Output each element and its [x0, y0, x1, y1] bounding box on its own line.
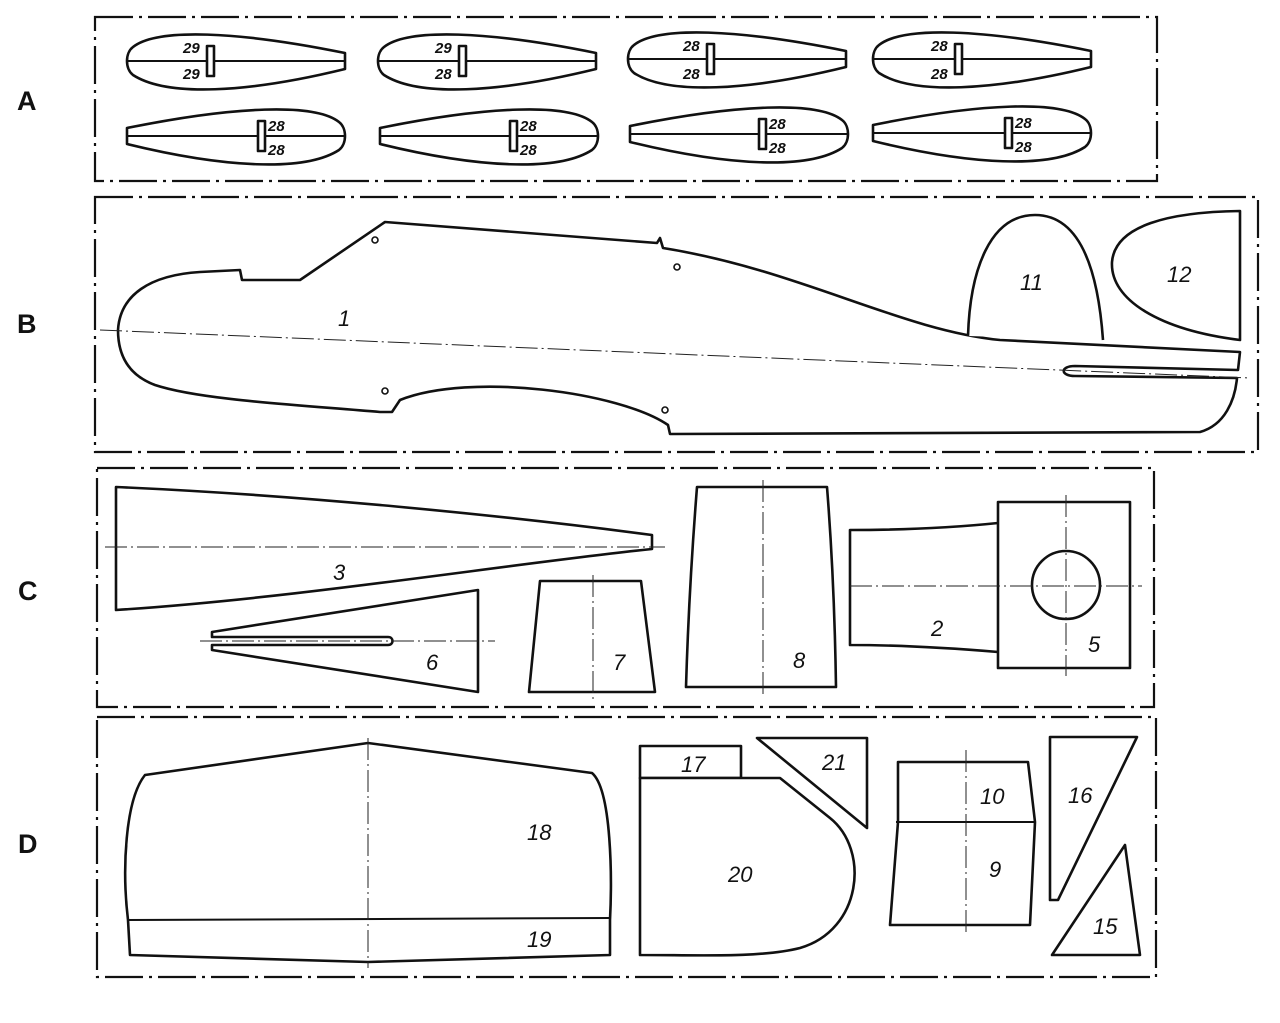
part-18-19-wing: 18 19	[123, 738, 613, 968]
part-21: 21	[755, 736, 869, 830]
part-12-rudder: 12	[1110, 209, 1242, 342]
rib-5: 28 28	[125, 108, 347, 166]
part-label-7: 7	[613, 650, 626, 675]
part-6: 6	[200, 588, 495, 694]
rib-label-top: 28	[519, 118, 537, 135]
part-label-20: 20	[727, 862, 753, 887]
part-3: 3	[105, 485, 665, 612]
part-label-15: 15	[1093, 914, 1118, 939]
part-8: 8	[684, 480, 838, 695]
rib-label-bottom: 29	[182, 66, 200, 83]
rib-label-top: 28	[682, 38, 700, 55]
rib-1: 29 29	[125, 33, 347, 91]
rib-8: 28 28	[871, 105, 1093, 163]
rib-label-top: 29	[434, 40, 452, 57]
part-label-11: 11	[1020, 270, 1043, 295]
section-c-frame	[95, 466, 1156, 709]
rib-label-top: 28	[930, 38, 948, 55]
part-1-fuselage-side: 1	[99, 220, 1251, 436]
rib-label-bottom: 28	[267, 142, 285, 159]
rib-label-top: 28	[1014, 115, 1032, 132]
part-label-3: 3	[333, 560, 346, 585]
part-17: 17	[638, 744, 743, 780]
part-label-12: 12	[1167, 262, 1191, 287]
part-label-10: 10	[980, 784, 1005, 809]
part-label-1: 1	[338, 306, 350, 331]
rib-7: 28 28	[628, 106, 850, 164]
rib-label-top: 29	[182, 40, 200, 57]
rib-label-bottom: 28	[930, 66, 948, 83]
rib-label-top: 28	[768, 116, 786, 133]
section-label-a: A	[17, 86, 37, 116]
rib-label-bottom: 28	[682, 66, 700, 83]
part-label-5: 5	[1088, 632, 1101, 657]
section-b-frame	[93, 195, 1260, 454]
rib-label-bottom: 28	[434, 66, 452, 83]
section-a-frame	[93, 15, 1159, 183]
part-label-2: 2	[930, 616, 943, 641]
part-9-10-stabilizer: 10 9	[888, 750, 1037, 932]
rib-6: 28 28	[378, 108, 600, 166]
part-label-6: 6	[426, 650, 439, 675]
part-label-21: 21	[821, 750, 846, 775]
rib-label-top: 28	[267, 118, 285, 135]
part-7: 7	[527, 575, 657, 700]
part-label-9: 9	[989, 857, 1001, 882]
part-label-18: 18	[527, 820, 552, 845]
part-label-19: 19	[527, 927, 551, 952]
section-label-b: B	[17, 309, 37, 339]
part-11-fin: 11	[966, 213, 1105, 341]
rib-2: 29 28	[376, 33, 598, 91]
section-label-d: D	[18, 829, 38, 859]
rib-4: 28 28	[871, 31, 1093, 89]
part-16: 16	[1048, 735, 1139, 902]
rib-label-bottom: 28	[1014, 139, 1032, 156]
section-d-frame	[95, 715, 1158, 979]
part-label-16: 16	[1068, 783, 1093, 808]
section-label-c: C	[18, 576, 38, 606]
part-2: 2	[848, 521, 999, 654]
part-label-8: 8	[793, 648, 806, 673]
rib-label-bottom: 28	[519, 142, 537, 159]
part-15: 15	[1050, 843, 1142, 957]
part-5: 5	[850, 495, 1142, 676]
part-label-17: 17	[681, 752, 706, 777]
rib-label-bottom: 28	[768, 140, 786, 157]
part-20: 20	[638, 776, 856, 957]
rib-3: 28 28	[626, 31, 848, 89]
